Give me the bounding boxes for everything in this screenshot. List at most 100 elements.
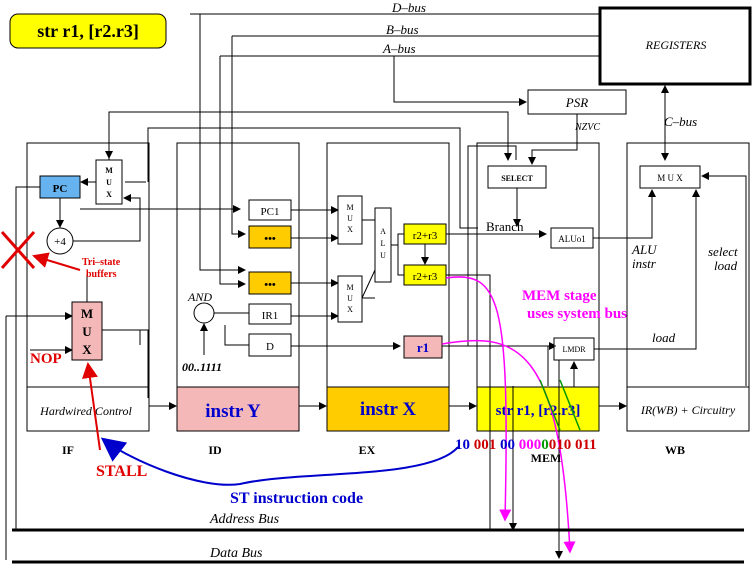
ex-mux-top [337,195,363,245]
wb-mux-label: M U X [657,173,683,183]
if-stage-box [26,386,150,432]
zeros-label: 00..1111 [182,360,222,374]
instruction-code-segment: 00 [500,437,519,453]
stage-label-mem: MEM [531,451,562,465]
instruction-code-segment: 001 [474,437,500,453]
id-dots-box-1 [248,225,292,249]
ex-mux-bottom-u: U [347,294,353,303]
ex-mux-bottom-m: M [346,283,353,292]
green-check-lines [539,379,581,431]
instruction-code-segment: 010 [549,437,575,453]
if-main-mux [71,301,103,361]
top-buses [190,13,669,288]
mem-wires [509,114,700,559]
stage-label-id: ID [208,443,222,457]
if-main-mux-u: U [82,324,92,339]
mem-stage-text: str r1, [r2.r3] [496,403,581,419]
ex-stage-text: instr X [360,399,416,420]
if-top-mux-x: X [106,190,112,199]
stall-label: STALL [96,463,147,480]
if-top-mux-u: U [106,178,112,187]
nzvc-label: NZVC [574,122,600,133]
if-wires [5,111,512,560]
and-label: AND [187,290,212,304]
id-wires [200,206,401,355]
select-label: SELECT [501,174,533,183]
stall-arrow [82,362,101,451]
ex-mux-top-m: M [346,203,353,212]
id-dots-2: ••• [264,279,276,291]
pc-label: PC [53,183,68,195]
if-main-mux-m: M [81,306,93,321]
ex-mux-bottom-x: X [347,305,353,314]
select-load-1: select [708,244,738,259]
ex-stage-box [326,386,450,432]
st-code-arrow [100,437,459,486]
stage-label-wb: WB [665,443,685,457]
wb-stage-text: IR(WB) + Circuitry [640,403,736,417]
plus4-label: +4 [54,236,66,248]
wb-mux [639,165,701,189]
tristate-label-1: Tri–state [82,257,121,268]
instruction-code-segment: 000 [519,437,542,453]
alu-l: L [381,239,386,248]
ir1-label: IR1 [262,310,279,322]
b-bus-label: B–bus [386,22,419,37]
alu-instr-1: ALU [631,242,658,257]
mem-system-bus-paths [441,276,576,554]
alu-u: U [380,251,386,260]
id-stage-text: instr Y [205,401,261,422]
d-bus-label: D–bus [391,0,426,15]
stage-label-ex: EX [359,443,376,457]
mem-stage-note-1: MEM stage [522,288,597,304]
instruction-code-segment: 10 [455,437,474,453]
if-main-mux-x: X [82,342,92,357]
address-bus-label: Address Bus [209,512,280,527]
id-dots-1: ••• [264,233,276,245]
ex-r1-label: r1 [417,340,429,355]
ex-mux-top-u: U [347,214,353,223]
if-stage-text: Hardwired Control [39,404,132,418]
st-code-label: ST instruction code [230,490,363,507]
mem-stage-box [476,386,600,432]
a-bus-label: A–bus [382,41,416,56]
ex-r2r3-2: r2+r3 [413,271,438,283]
psr-block [527,89,627,115]
if-top-mux-m: M [105,166,113,175]
ex-mux-bottom [337,275,363,323]
alu-a: A [380,227,386,236]
instruction-code: 10 001 00 0000010 011 [455,437,597,453]
ex-r1-box [403,335,443,359]
if-top-mux [95,159,123,205]
lmdr-label: LMDR [562,345,586,354]
registers-block [598,6,752,86]
id-stage-box [176,386,300,432]
tristate-label-2: buffers [86,269,117,280]
ex-r2r3-1: r2+r3 [413,230,438,242]
pc1-label: PC1 [261,206,280,218]
instruction-code-segment: 011 [575,437,597,453]
ex-mux-top-x: X [347,225,353,234]
stage-label-if: IF [62,443,74,457]
nop-label: NOP [30,351,62,367]
title-text: str r1, [r2.r3] [37,21,139,41]
ex-wires [361,145,557,530]
load-label: load [652,330,676,345]
registers-label: REGISTERS [645,38,707,52]
alu-instr-2: instr [632,256,657,271]
mem-stage-note-2: uses system bus [527,306,627,322]
branch-label: Branch [486,219,524,234]
data-bus-label: Data Bus [209,546,263,561]
d-label: D [266,341,274,353]
tristate-cross-icon [0,231,36,269]
ir1-register [248,303,292,325]
psr-label: PSR [565,95,588,110]
wb-stage-box [626,386,750,432]
title-box: str r1, [r2.r3] [9,13,167,49]
aluo1-label: ALUo1 [558,234,586,244]
instruction-code-segment: 0 [541,437,549,453]
c-bus-label: C–bus [664,114,697,129]
select-load-2: load [714,258,738,273]
